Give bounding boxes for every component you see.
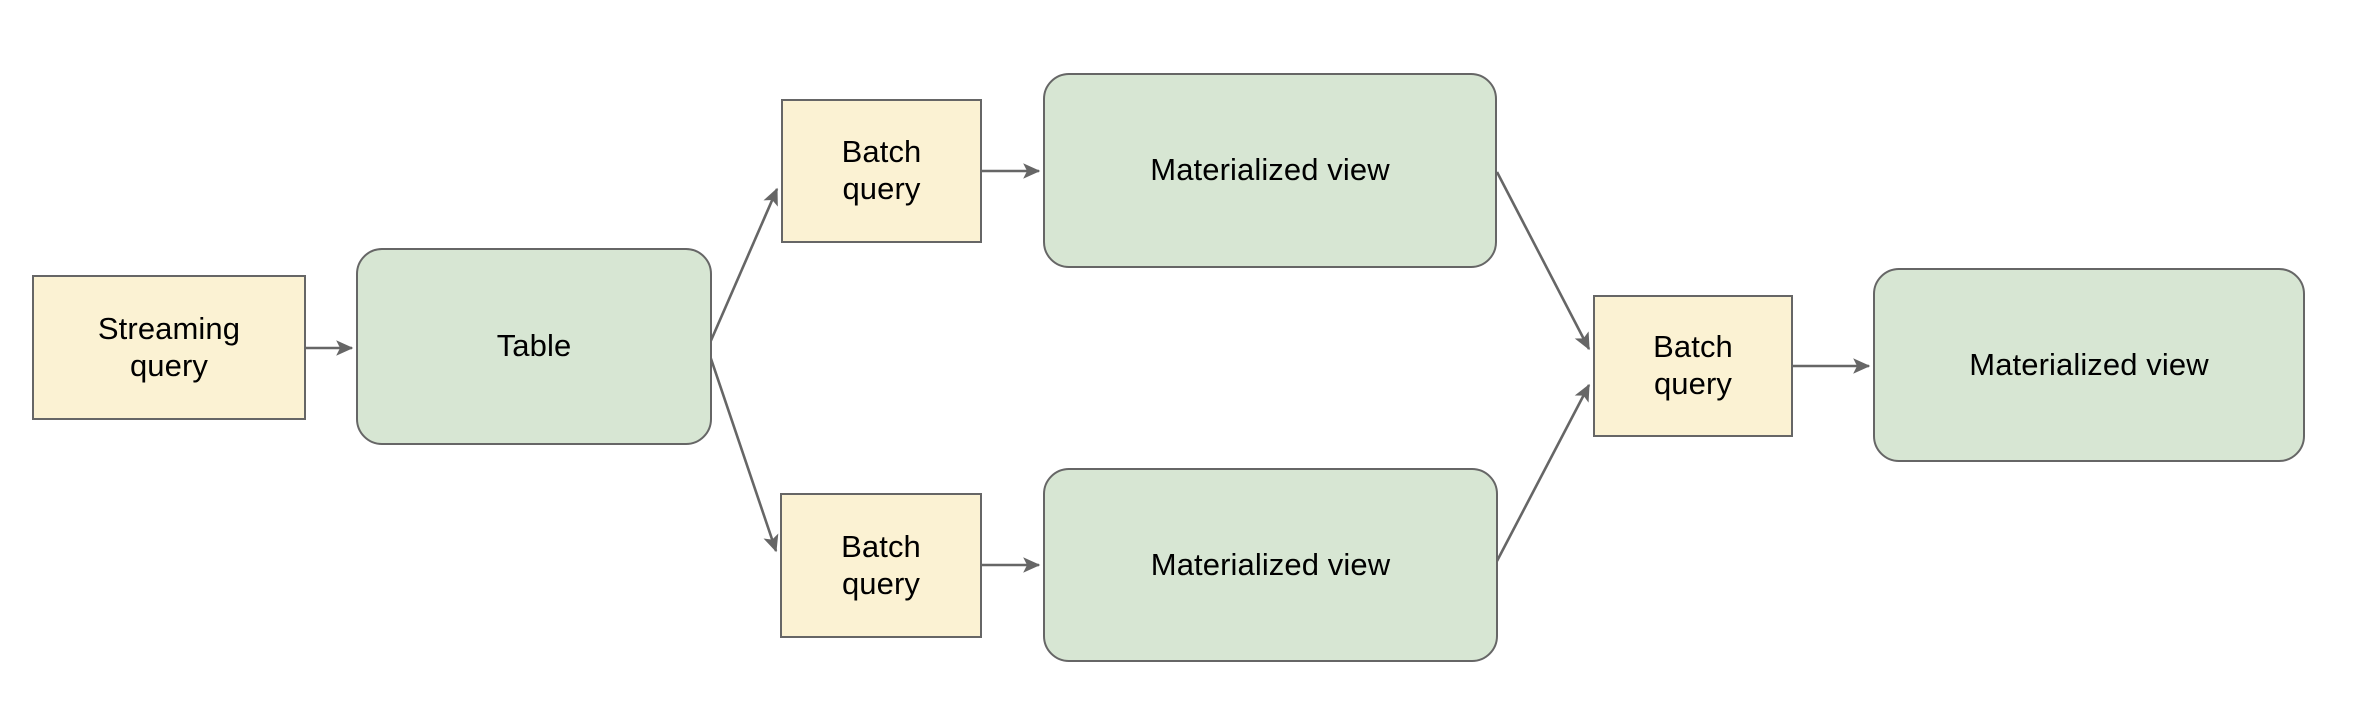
node-batch-query-join-label: Batch query (1653, 329, 1733, 401)
edge-materialized-view-top-to-batch-query-join (1495, 171, 1591, 351)
node-batch-query-top[interactable]: Batch query (781, 99, 982, 243)
node-materialized-view-final-label: Materialized view (1969, 346, 2209, 382)
node-table[interactable]: Table (356, 248, 712, 445)
node-materialized-view-bottom-label: Materialized view (1150, 546, 1391, 582)
node-batch-query-top-label: Batch query (841, 134, 922, 206)
node-materialized-view-bottom[interactable]: Materialized view (1043, 468, 1498, 662)
node-materialized-view-top-label: Materialized view (1150, 152, 1390, 188)
edge-table-to-batch-query-bottom (704, 343, 779, 553)
node-streaming-query[interactable]: Streaming query (32, 275, 306, 420)
node-materialized-view-top[interactable]: Materialized view (1043, 73, 1497, 268)
node-batch-query-join[interactable]: Batch query (1593, 295, 1793, 437)
node-batch-query-bottom[interactable]: Batch query (780, 493, 982, 638)
node-materialized-view-final[interactable]: Materialized view (1873, 268, 2305, 462)
node-batch-query-bottom-label: Batch query (841, 528, 921, 601)
node-table-label: Table (496, 328, 572, 364)
node-streaming-query-label: Streaming query (97, 310, 241, 383)
edge-table-to-batch-query-top (704, 187, 779, 353)
edge-materialized-view-bottom-to-batch-query-join (1495, 383, 1591, 562)
